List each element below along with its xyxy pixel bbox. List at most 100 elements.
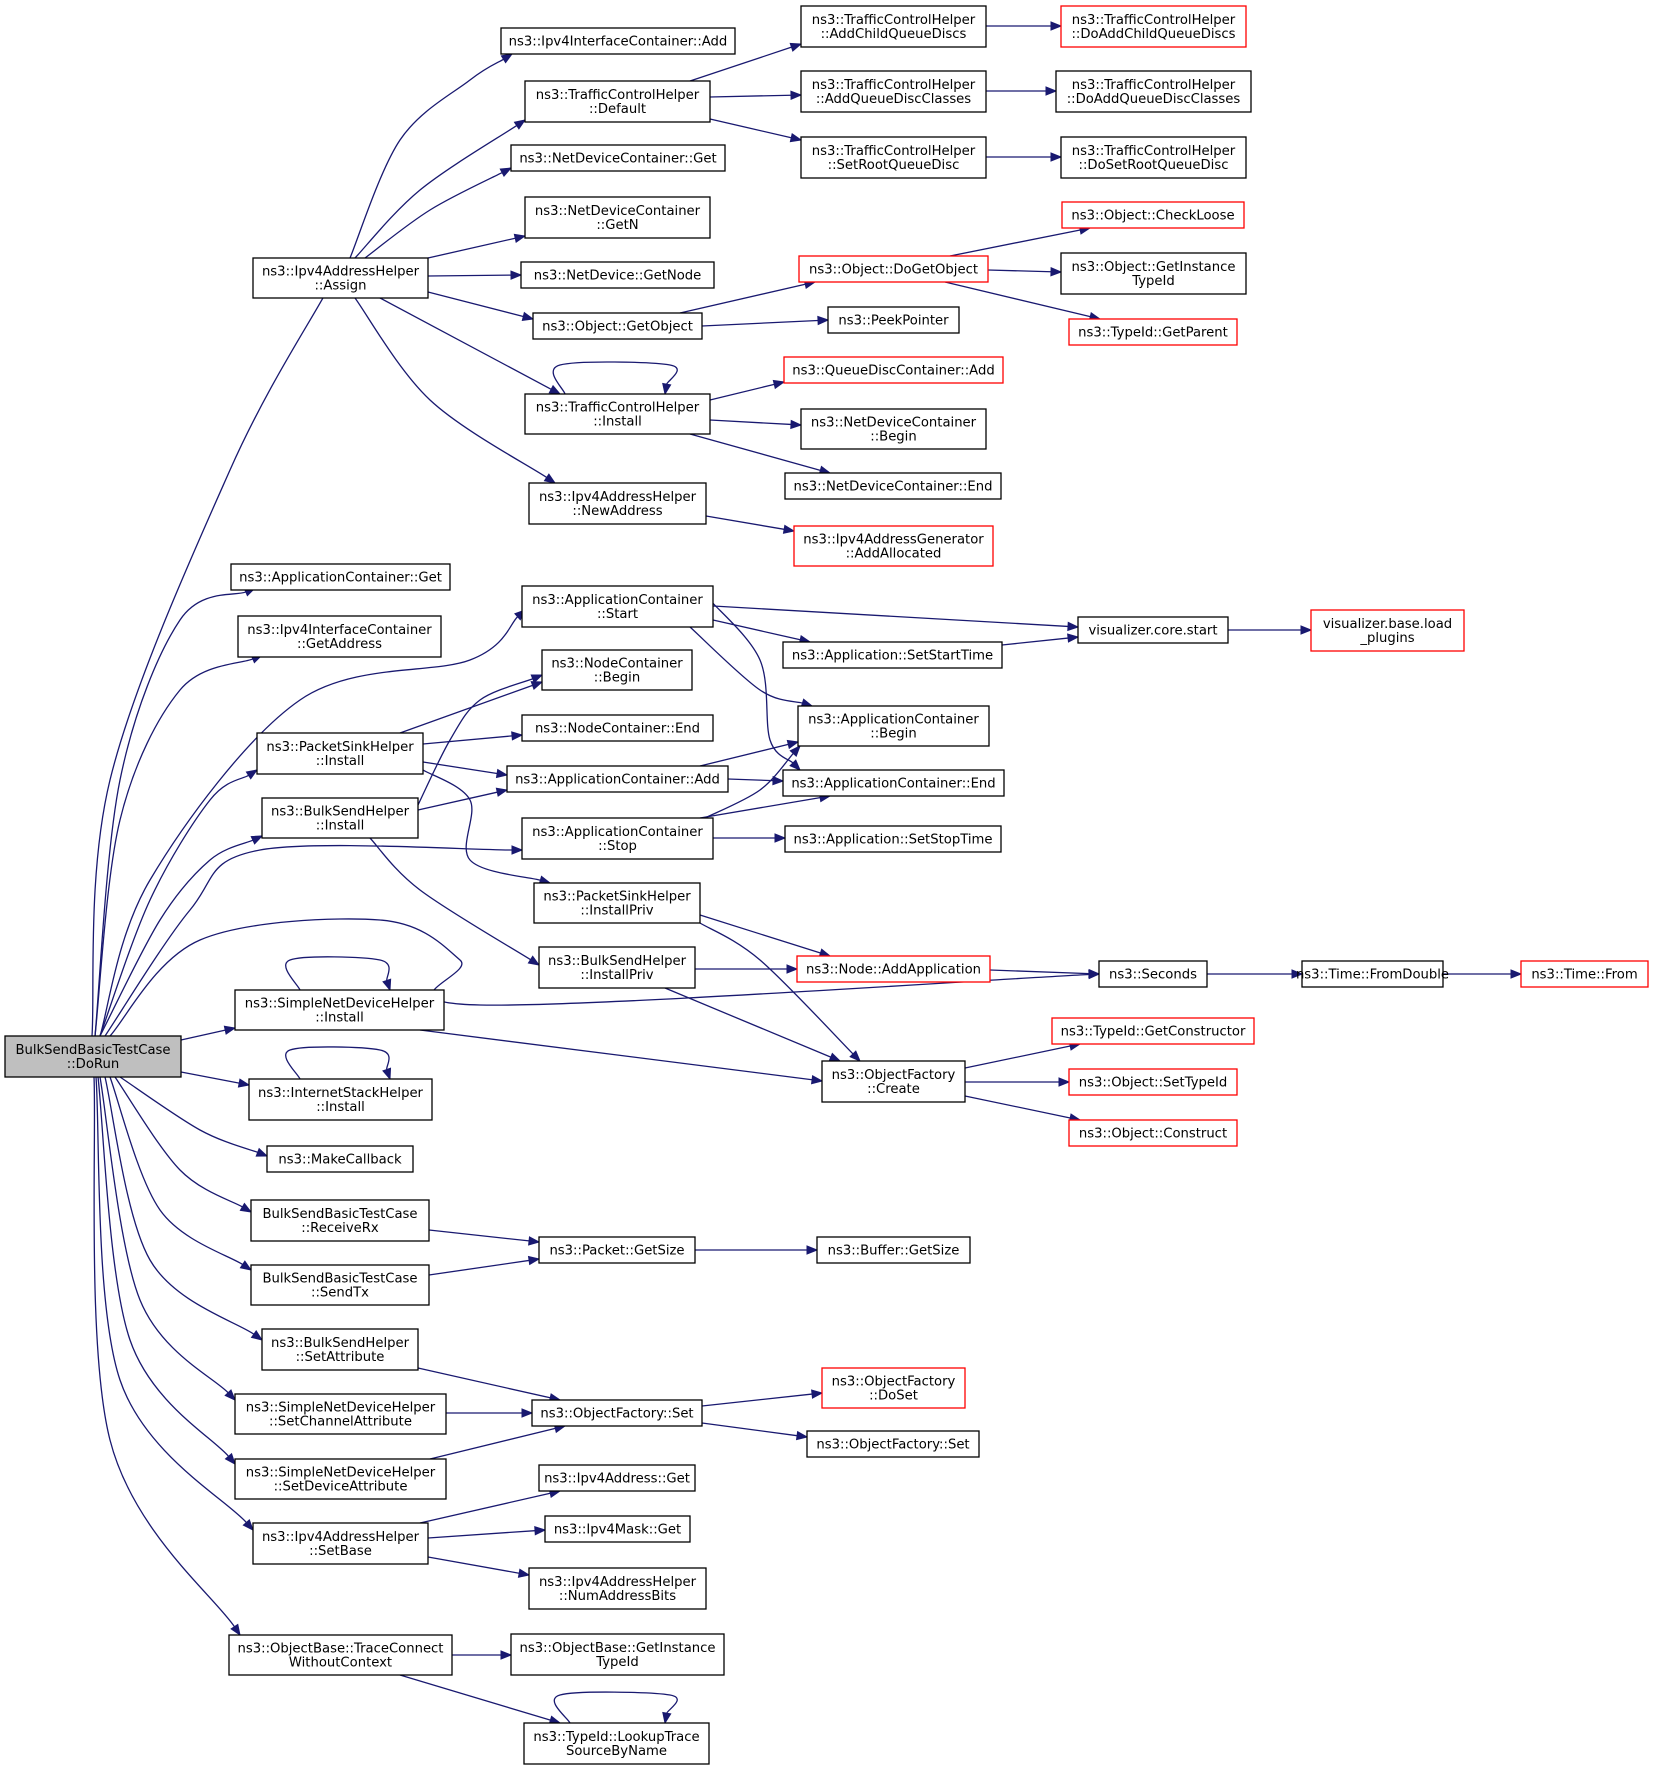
- node-obj_settypeid[interactable]: ns3::Object::SetTypeId: [1068, 1068, 1238, 1096]
- node-label: ns3::Object::Construct: [1079, 1127, 1227, 1142]
- node-label: ns3::ObjectBase::TraceConnect: [238, 1642, 444, 1657]
- edge-line: [689, 626, 803, 704]
- node-box: [1068, 1119, 1238, 1147]
- node-tch_doaddchild[interactable]: ns3::TrafficControlHelper::DoAddChildQue…: [1060, 5, 1247, 48]
- edge-of_create-to-tid_getctor: [964, 1041, 1082, 1069]
- node-bsh_install[interactable]: ns3::BulkSendHelper::Install: [261, 797, 419, 839]
- node-viz_start[interactable]: visualizer.core.start: [1077, 616, 1229, 644]
- arrowhead-icon: [513, 233, 527, 243]
- node-of_doset[interactable]: ns3::ObjectFactory::DoSet: [821, 1367, 966, 1409]
- node-app_setstart[interactable]: ns3::Application::SetStartTime: [782, 641, 1003, 669]
- node-ipv4ah_numbits[interactable]: ns3::Ipv4AddressHelper::NumAddressBits: [528, 1567, 707, 1610]
- node-label: ns3::TypeId::GetConstructor: [1061, 1025, 1246, 1040]
- arrowhead-icon: [1045, 86, 1058, 96]
- node-ob_traceconnect[interactable]: ns3::ObjectBase::TraceConnectWithoutCont…: [228, 1634, 453, 1676]
- node-appc_get[interactable]: ns3::ApplicationContainer::Get: [230, 563, 451, 591]
- arrowhead-icon: [382, 978, 392, 992]
- edge-obj_getobject-to-peekpointer: [701, 315, 830, 327]
- node-receiverx[interactable]: BulkSendBasicTestCase::ReceiveRx: [250, 1199, 430, 1242]
- node-tch_doaddqdclasses[interactable]: ns3::TrafficControlHelper::DoAddQueueDis…: [1055, 70, 1252, 113]
- arrowhead-icon: [790, 90, 803, 100]
- node-ipv4ic_add[interactable]: ns3::Ipv4InterfaceContainer::Add: [500, 27, 736, 55]
- node-app_setstop[interactable]: ns3::Application::SetStopTime: [784, 825, 1002, 853]
- arrowhead-icon: [548, 384, 562, 395]
- node-label: ns3::Ipv4InterfaceContainer: [247, 623, 432, 638]
- node-obj_checkloose[interactable]: ns3::Object::CheckLoose: [1061, 201, 1245, 229]
- node-bsh_setattr[interactable]: ns3::BulkSendHelper::SetAttribute: [261, 1328, 419, 1371]
- node-ipv4ah_assign[interactable]: ns3::Ipv4AddressHelper::Assign: [252, 257, 429, 299]
- node-nc_begin[interactable]: ns3::NodeContainer::Begin: [541, 649, 693, 691]
- node-ndc_begin[interactable]: ns3::NetDeviceContainer::Begin: [800, 408, 987, 450]
- node-bsh_installpriv[interactable]: ns3::BulkSendHelper::InstallPriv: [538, 946, 696, 989]
- edge-root-to-ish_install: [180, 1071, 251, 1088]
- node-tch_dosetroot[interactable]: ns3::TrafficControlHelper::DoSetRootQueu…: [1060, 136, 1247, 179]
- node-ndc_end[interactable]: ns3::NetDeviceContainer::End: [784, 472, 1002, 500]
- node-psh_install[interactable]: ns3::PacketSinkHelper::Install: [256, 732, 424, 775]
- node-qdc_add[interactable]: ns3::QueueDiscContainer::Add: [783, 356, 1004, 384]
- node-of_create[interactable]: ns3::ObjectFactory::Create: [821, 1060, 966, 1103]
- node-tch_addqdclasses[interactable]: ns3::TrafficControlHelper::AddQueueDiscC…: [800, 70, 987, 113]
- node-tid_getctor[interactable]: ns3::TypeId::GetConstructor: [1051, 1017, 1255, 1045]
- node-box: [538, 946, 696, 989]
- node-ipv4ic_getaddress[interactable]: ns3::Ipv4InterfaceContainer::GetAddress: [237, 615, 442, 658]
- node-appc_stop[interactable]: ns3::ApplicationContainer::Stop: [521, 817, 714, 860]
- node-label: _plugins: [1359, 631, 1414, 646]
- node-tch_addchild[interactable]: ns3::TrafficControlHelper::AddChildQueue…: [800, 5, 987, 48]
- edge-line: [427, 274, 512, 277]
- node-ns3_seconds[interactable]: ns3::Seconds: [1098, 960, 1208, 988]
- node-makecallback[interactable]: ns3::MakeCallback: [266, 1145, 414, 1173]
- node-obj_getobject[interactable]: ns3::Object::GetObject: [532, 312, 703, 340]
- node-peekpointer[interactable]: ns3::PeekPointer: [827, 306, 960, 334]
- node-box: [528, 482, 707, 525]
- node-box: [798, 255, 989, 283]
- node-ipv4a_get[interactable]: ns3::Ipv4Address::Get: [538, 1464, 696, 1492]
- node-box: [1060, 136, 1247, 179]
- node-appc_begin[interactable]: ns3::ApplicationContainer::Begin: [797, 705, 990, 747]
- node-sndh_install[interactable]: ns3::SimpleNetDeviceHelper::Install: [234, 989, 445, 1031]
- node-ipv4ah_newaddr[interactable]: ns3::Ipv4AddressHelper::NewAddress: [528, 482, 707, 525]
- node-psh_installpriv[interactable]: ns3::PacketSinkHelper::InstallPriv: [533, 882, 701, 924]
- node-buf_getsize[interactable]: ns3::Buffer::GetSize: [816, 1236, 971, 1264]
- node-time_fromdouble[interactable]: ns3::Time::FromDouble: [1296, 960, 1449, 988]
- node-tch_install[interactable]: ns3::TrafficControlHelper::Install: [524, 393, 711, 435]
- node-node_addapp[interactable]: ns3::Node::AddApplication: [796, 955, 991, 983]
- node-root[interactable]: BulkSendBasicTestCase::DoRun: [4, 1035, 182, 1078]
- edge-line: [689, 433, 821, 471]
- node-box: [506, 765, 729, 793]
- edge-line: [285, 956, 390, 991]
- arrowhead-icon: [828, 1052, 842, 1062]
- node-sndh_setchan[interactable]: ns3::SimpleNetDeviceHelper::SetChannelAt…: [234, 1393, 447, 1435]
- node-ipv4ah_setbase[interactable]: ns3::Ipv4AddressHelper::SetBase: [252, 1522, 429, 1565]
- node-time_from[interactable]: ns3::Time::From: [1520, 960, 1649, 988]
- edge-appc_start-to-viz_start: [712, 605, 1080, 632]
- node-obj_dogetobject[interactable]: ns3::Object::DoGetObject: [798, 255, 989, 283]
- node-tch_setroot[interactable]: ns3::TrafficControlHelper::SetRootQueueD…: [800, 136, 987, 179]
- node-of_set[interactable]: ns3::ObjectFactory::Set: [531, 1399, 703, 1427]
- node-ndc_get[interactable]: ns3::NetDeviceContainer::Get: [510, 144, 726, 172]
- edge-line: [99, 616, 519, 1037]
- node-appc_end[interactable]: ns3::ApplicationContainer::End: [782, 769, 1005, 797]
- node-sndh_setdev[interactable]: ns3::SimpleNetDeviceHelper::SetDeviceAtt…: [234, 1458, 447, 1500]
- node-nd_getnode[interactable]: ns3::NetDevice::GetNode: [520, 261, 715, 289]
- node-tch_default[interactable]: ns3::TrafficControlHelper::Default: [524, 80, 711, 123]
- edge-line: [119, 1076, 258, 1153]
- node-ish_install[interactable]: ns3::InternetStackHelper::Install: [248, 1078, 433, 1121]
- node-viz_loadplugins[interactable]: visualizer.base.load_plugins: [1310, 609, 1465, 652]
- node-pkt_getsize[interactable]: ns3::Packet::GetSize: [538, 1236, 696, 1264]
- node-sendtx[interactable]: BulkSendBasicTestCase::SendTx: [250, 1264, 430, 1306]
- node-obj_construct[interactable]: ns3::Object::Construct: [1068, 1119, 1238, 1147]
- node-appc_add[interactable]: ns3::ApplicationContainer::Add: [506, 765, 729, 793]
- edge-root-to-appc_stop: [104, 844, 524, 1037]
- edge-time_fromdouble-to-time_from: [1443, 969, 1523, 979]
- node-nc_end[interactable]: ns3::NodeContainer::End: [521, 714, 714, 742]
- node-ipv4m_get[interactable]: ns3::Ipv4Mask::Get: [544, 1515, 691, 1543]
- node-tid_getparent[interactable]: ns3::TypeId::GetParent: [1068, 318, 1238, 346]
- node-of_set2[interactable]: ns3::ObjectFactory::Set: [806, 1430, 980, 1458]
- node-appc_start[interactable]: ns3::ApplicationContainer::Start: [521, 585, 714, 628]
- node-box: [1068, 318, 1238, 346]
- node-ipv4ag_addalloc[interactable]: ns3::Ipv4AddressGenerator::AddAllocated: [793, 525, 994, 567]
- node-ndc_getn[interactable]: ns3::NetDeviceContainer::GetN: [524, 196, 711, 239]
